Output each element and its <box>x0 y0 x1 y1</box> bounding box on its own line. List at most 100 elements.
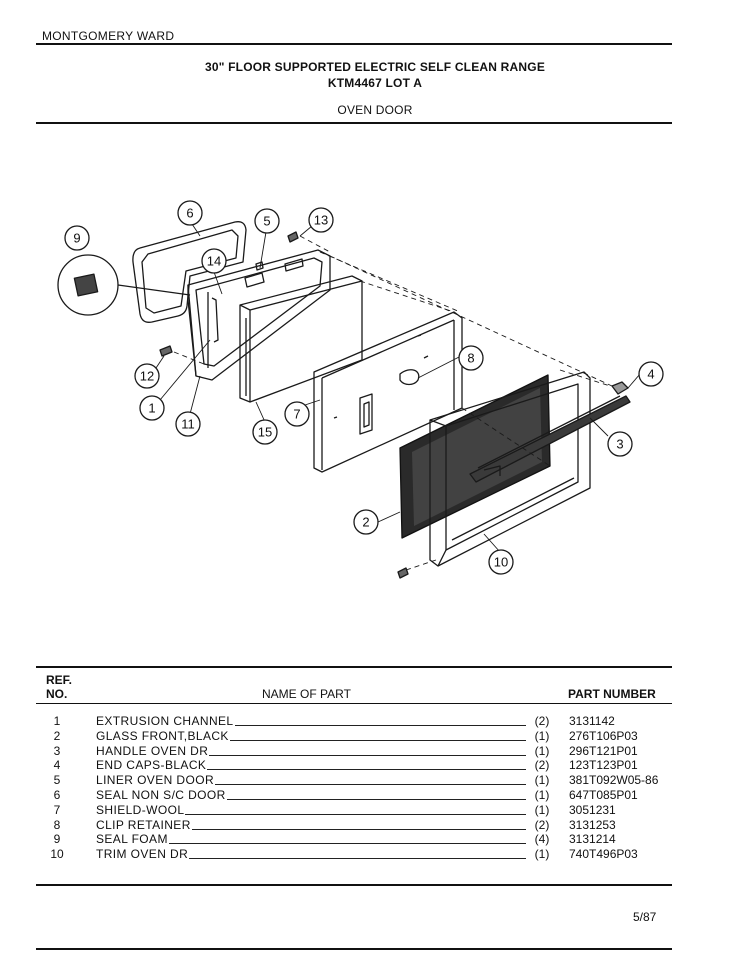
callout-12 <box>134 363 160 389</box>
quantity: (1) <box>534 773 550 788</box>
part-number: 276T106P03 <box>569 728 638 743</box>
part-name: GLASS FRONT,BLACK <box>96 728 229 743</box>
part-number: 3131142 <box>569 714 615 728</box>
callout-8-label: 8 <box>467 351 474 366</box>
part-name: EXTRUSION CHANNEL <box>96 714 234 728</box>
part-name: SEAL NON S/C DOOR <box>96 788 226 802</box>
brand-name: MONTGOMERY WARD <box>42 29 175 43</box>
callout-7-label: 7 <box>293 407 300 422</box>
part-name: CLIP RETAINER <box>96 817 191 832</box>
callout-10 <box>488 549 514 575</box>
column-header-ref-line1: REF. <box>46 673 73 687</box>
callout-11-label: 11 <box>181 417 195 432</box>
callout-2-label: 2 <box>362 515 369 530</box>
glass-front-part <box>399 374 551 539</box>
part-name: SEAL FOAM <box>96 832 168 847</box>
quantity: (1) <box>534 788 550 802</box>
part-number: 3051231 <box>569 802 616 817</box>
part-number: 740T496P03 <box>569 847 638 862</box>
part-name: END CAPS-BLACK <box>96 758 207 773</box>
table-row: 6 SEAL NON S/C DOOR (1) 647T085P01 <box>0 788 750 803</box>
callout-2 <box>353 509 379 535</box>
leader-line <box>209 754 526 756</box>
part-number: 296T121P01 <box>569 743 638 758</box>
leader-line <box>169 843 526 845</box>
callout-11 <box>175 411 201 437</box>
table-row: 3 HANDLE OVEN DR (1) 296T121P01 <box>0 744 750 759</box>
column-header-name: NAME OF PART <box>262 687 351 701</box>
column-header-ref-line2: NO. <box>46 687 68 701</box>
callout-3-label: 3 <box>616 437 623 452</box>
header-rule <box>36 43 672 45</box>
callout-9-label: 9 <box>73 231 80 246</box>
quantity: (1) <box>534 802 550 817</box>
ref-number: 3 <box>53 743 61 758</box>
leader-line <box>189 858 526 860</box>
table-row: 1 EXTRUSION CHANNEL (2) 3131142 <box>0 714 750 729</box>
callout-3 <box>607 431 633 457</box>
section-rule <box>36 122 672 124</box>
column-header-part-number: PART NUMBER <box>568 687 656 701</box>
ref-number: 2 <box>53 728 61 743</box>
part-number: 3131214 <box>569 832 616 847</box>
quantity: (1) <box>534 847 550 862</box>
callout-15-label: 15 <box>258 425 272 440</box>
callout-14-label: 14 <box>207 254 221 269</box>
model-title: 30" FLOOR SUPPORTED ELECTRIC SELF CLEAN … <box>204 60 546 74</box>
heat-shield-part <box>313 311 463 473</box>
inner-panel-part <box>239 275 363 403</box>
callout-15 <box>252 419 278 445</box>
quantity: (2) <box>534 714 550 728</box>
page-id: 5/87 <box>633 910 657 924</box>
part-number: 647T085P01 <box>569 788 638 802</box>
leader-line <box>207 769 526 771</box>
ref-number: 10 <box>50 847 64 862</box>
end-cap-part <box>611 381 629 395</box>
part-number: 123T123P01 <box>569 758 638 773</box>
ref-number: 1 <box>53 714 61 728</box>
quantity: (2) <box>534 817 550 832</box>
header-underline <box>36 703 672 704</box>
exploded-parts-diagram: 6 9 5 13 14 12 1 11 15 7 8 4 3 2 10 <box>57 200 664 579</box>
part-name: TRIM OVEN DR <box>96 847 189 862</box>
part-number: 381T092W05-86 <box>569 773 659 788</box>
ref-number: 6 <box>53 788 61 802</box>
callout-13-label: 13 <box>314 213 328 228</box>
part-name: HANDLE OVEN DR <box>96 743 209 758</box>
table-top-rule <box>36 666 672 668</box>
leader-line <box>192 828 526 830</box>
leader-line <box>230 739 526 741</box>
foam-seal-detail <box>57 254 191 316</box>
section-title: OVEN DOOR <box>337 103 413 117</box>
quantity: (2) <box>534 758 550 773</box>
leader-line <box>185 813 526 815</box>
callout-5 <box>254 208 280 234</box>
part-name: SHIELD-WOOL <box>96 802 185 817</box>
quantity: (1) <box>534 743 550 758</box>
table-bottom-rule <box>36 884 672 886</box>
callout-1 <box>139 395 165 421</box>
leader-line <box>227 799 526 800</box>
ref-number: 9 <box>53 832 61 847</box>
leader-line <box>235 725 526 726</box>
callout-14 <box>201 248 227 274</box>
door-handle-part <box>469 395 631 483</box>
callout-4-label: 4 <box>647 367 654 382</box>
table-row: 10 TRIM OVEN DR (1) 740T496P03 <box>0 847 750 862</box>
callout-4 <box>638 361 664 387</box>
callout-5-label: 5 <box>263 214 270 229</box>
door-seal-part <box>132 221 247 323</box>
callout-9 <box>64 225 90 251</box>
leader-line <box>215 784 526 786</box>
callout-8 <box>458 345 484 371</box>
part-number: 3131253 <box>569 817 616 832</box>
footer-rule <box>36 948 672 950</box>
callout-1-label: 1 <box>148 401 155 416</box>
callout-12-label: 12 <box>140 369 154 384</box>
